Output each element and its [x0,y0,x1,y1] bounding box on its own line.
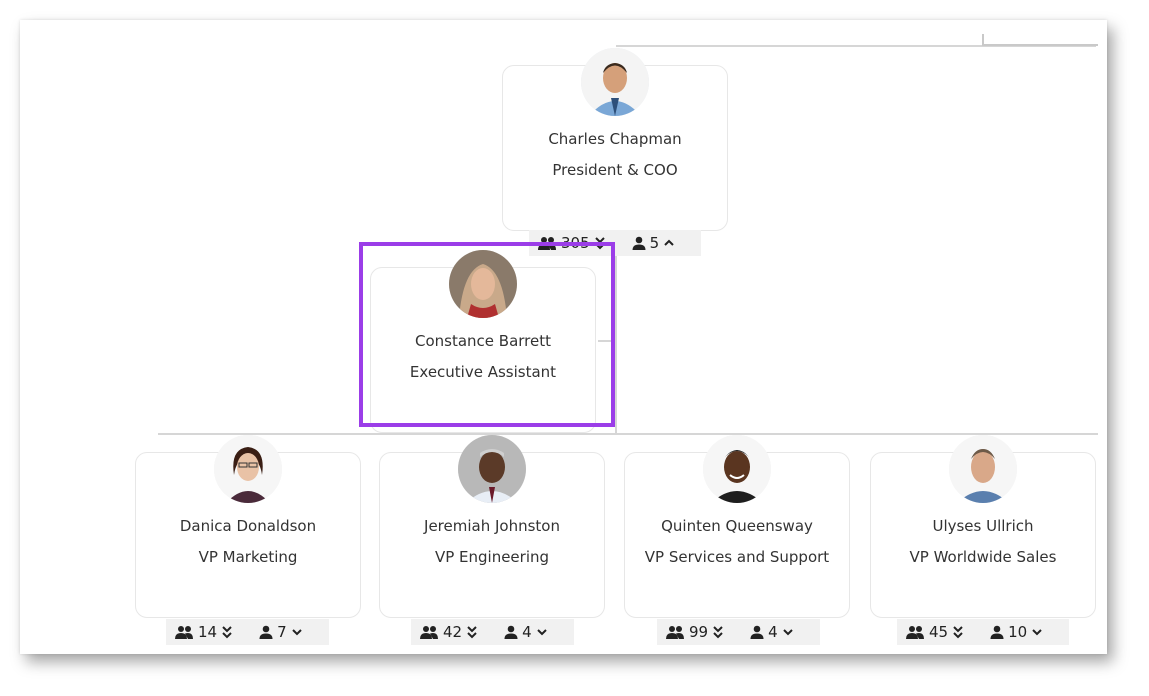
direct-count: 4 [768,623,778,641]
people-icon [666,626,684,639]
chevron-down-icon [291,629,302,636]
double-chevron-down-icon [713,626,723,639]
connector-corner [982,34,1098,46]
avatar [449,250,517,318]
stats-bar-danica-donaldson: 14 7 [166,619,329,645]
employee-title: VP Marketing [198,548,298,566]
person-icon [504,625,518,639]
employee-name: Ulyses Ullrich [932,517,1034,535]
double-chevron-down-icon [467,626,477,639]
connector-assistant [598,340,616,342]
chevron-down-icon [536,629,547,636]
avatar [703,435,771,503]
org-card-ulyses-ullrich[interactable]: Ulyses Ullrich VP Worldwide Sales [870,435,1096,618]
stats-bar-ulyses-ullrich: 45 10 [897,619,1069,645]
org-chart-canvas: Charles Chapman President & COO 305 5 Co… [20,20,1107,654]
org-card-jeremiah-johnston[interactable]: Jeremiah Johnston VP Engineering [379,435,605,618]
chevron-down-icon [1032,629,1042,636]
avatar [581,48,649,116]
people-icon [175,626,193,639]
team-count: 14 [198,623,218,641]
stats-bar-quinten-queensway: 99 4 [657,619,820,645]
connector-horizontal [158,433,1098,435]
team-count-toggle[interactable]: 14 [174,623,233,641]
avatar [949,435,1017,503]
org-card-charles-chapman[interactable]: Charles Chapman President & COO [502,48,728,231]
connector-top [616,45,1096,47]
employee-name: Charles Chapman [548,130,682,148]
avatar [214,435,282,503]
people-icon [906,626,924,639]
employee-name: Danica Donaldson [179,517,317,535]
direct-count-toggle[interactable]: 4 [750,623,794,641]
employee-title: VP Engineering [434,548,550,566]
person-icon [750,625,764,639]
team-count: 42 [443,623,463,641]
direct-count-toggle[interactable]: 4 [504,623,548,641]
org-card-quinten-queensway[interactable]: Quinten Queensway VP Services and Suppor… [624,435,850,618]
team-count-toggle[interactable]: 99 [665,623,724,641]
direct-count: 5 [649,234,660,252]
employee-title: VP Services and Support [644,548,830,566]
employee-title: President & COO [552,161,678,179]
direct-count-toggle[interactable]: 10 [990,623,1043,641]
team-count: 45 [929,623,949,641]
org-card-constance-barrett[interactable]: Constance Barrett Executive Assistant [370,250,596,433]
stats-bar-jeremiah-johnston: 42 4 [411,619,574,645]
team-count-toggle[interactable]: 42 [419,623,478,641]
team-count-toggle[interactable]: 45 [905,623,964,641]
direct-count: 4 [522,623,532,641]
highlight-box [359,242,615,427]
connector-trunk [615,256,617,434]
double-chevron-down-icon [222,626,232,639]
people-icon [420,626,438,639]
employee-title: Executive Assistant [409,363,557,381]
double-chevron-down-icon [953,626,963,639]
direct-count: 10 [1008,623,1028,641]
person-icon [990,625,1004,639]
person-icon [259,625,273,639]
direct-count-toggle[interactable]: 7 [259,623,303,641]
direct-count-toggle[interactable]: 5 [632,234,676,252]
employee-name: Quinten Queensway [661,517,813,535]
avatar [458,435,526,503]
employee-name: Jeremiah Johnston [424,517,560,535]
employee-title: VP Worldwide Sales [909,548,1057,566]
team-count: 99 [689,623,709,641]
org-card-danica-donaldson[interactable]: Danica Donaldson VP Marketing [135,435,361,618]
person-icon [632,236,646,250]
chevron-up-icon [664,239,674,246]
chevron-down-icon [782,629,793,636]
direct-count: 7 [277,623,287,641]
employee-name: Constance Barrett [414,332,551,350]
